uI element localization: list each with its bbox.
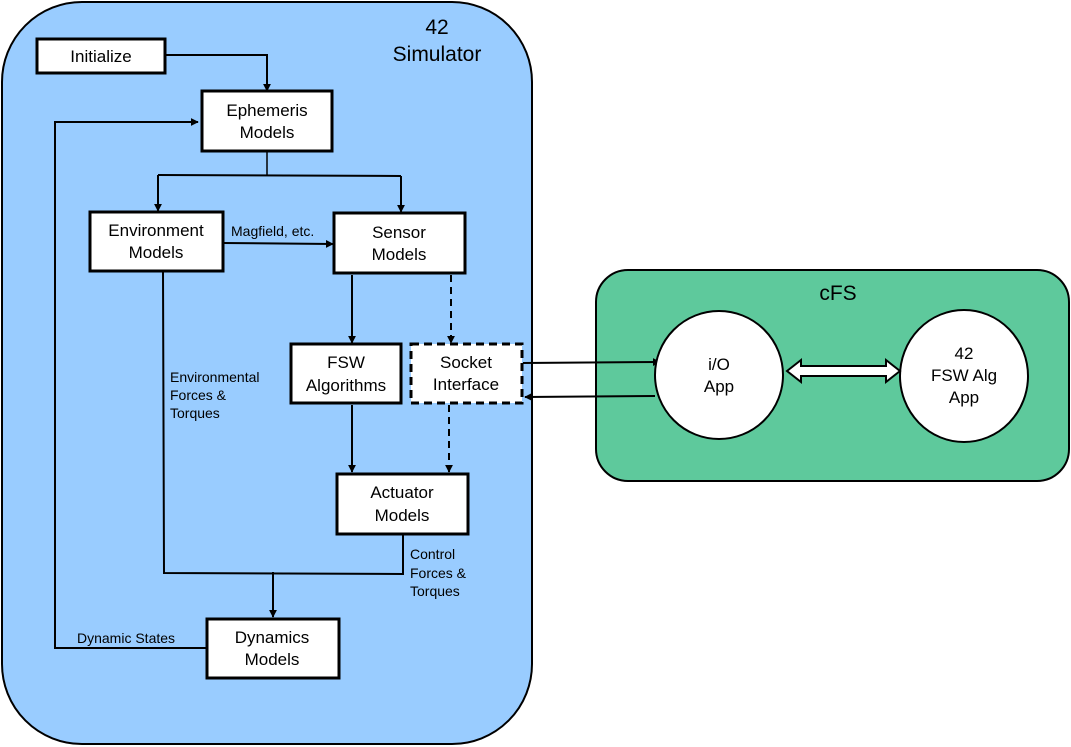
box-socket-line2: Interface [433, 375, 499, 394]
cfs-title: cFS [819, 282, 856, 305]
box-socket-interface: Socket Interface [409, 342, 524, 405]
edge-initialize-ephemeris [165, 54, 271, 92]
simulator-title-line2: Simulator [393, 43, 482, 66]
box-initialize: Initialize [35, 37, 167, 75]
box-initialize-label: Initialize [70, 47, 131, 66]
circle-fsw-alg-app: 42 FSW Alg App [899, 309, 1029, 443]
edge-environment-forces [162, 271, 404, 576]
label-control-forces-line2: Forces & [410, 565, 467, 581]
label-dynamic-states: Dynamic States [77, 630, 175, 646]
simulator-container [1, 1, 533, 745]
edge-environment-sensor [222, 239, 334, 248]
edge-socket-io [522, 358, 661, 367]
box-dynamics-line2: Models [245, 650, 300, 669]
box-actuator-line1: Actuator [370, 483, 434, 502]
box-environment-line2: Models [129, 243, 184, 262]
box-environment-line1: Environment [108, 221, 204, 240]
label-magfield: Magfield, etc. [231, 223, 314, 239]
label-env-forces-line1: Environmental [170, 369, 260, 385]
label-control-forces-line1: Control [410, 546, 455, 562]
box-dynamics: Dynamics Models [205, 617, 341, 680]
circle-fsw-alg-line3: App [949, 388, 979, 407]
box-environment: Environment Models [88, 210, 225, 273]
edge-dynamics-feedback [54, 118, 207, 649]
circle-fsw-alg-line2: FSW Alg [931, 366, 997, 385]
box-ephemeris-line2: Models [240, 123, 295, 142]
simulator-title-line1: 42 [425, 16, 448, 39]
box-ephemeris-line1: Ephemeris [226, 101, 307, 120]
box-fsw-line1: FSW [327, 353, 365, 372]
box-sensor-line1: Sensor [372, 223, 426, 242]
circle-io-app: i/O App [654, 310, 784, 440]
circle-fsw-alg-line1: 42 [955, 344, 974, 363]
label-control-forces-line3: Torques [410, 583, 460, 599]
edge-ephemeris-split [157, 174, 402, 177]
label-env-forces-line2: Forces & [170, 387, 227, 403]
box-sensor-line2: Models [372, 245, 427, 264]
box-socket-line1: Socket [440, 353, 492, 372]
bidirectional-arrow-icon [785, 357, 902, 385]
connectors [54, 54, 661, 649]
box-fsw-line2: Algorithms [306, 376, 386, 395]
label-env-forces-line3: Torques [170, 405, 220, 421]
circle-io-app-line2: App [704, 377, 734, 396]
edge-io-socket [524, 392, 656, 401]
circle-io-app-line1: i/O [708, 355, 730, 374]
box-sensor: Sensor Models [332, 211, 467, 275]
box-actuator: Actuator Models [335, 472, 470, 536]
box-actuator-line2: Models [375, 506, 430, 525]
box-dynamics-line1: Dynamics [235, 628, 310, 647]
box-fsw-algorithms: FSW Algorithms [289, 342, 403, 405]
box-ephemeris: Ephemeris Models [200, 89, 334, 153]
